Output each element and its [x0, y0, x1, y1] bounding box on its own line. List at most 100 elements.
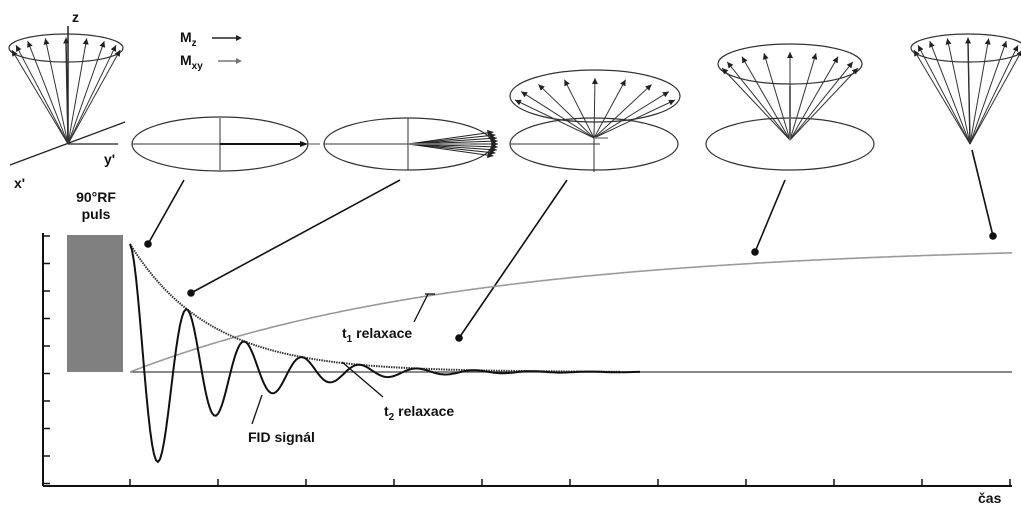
spin-vector	[11, 49, 69, 145]
arrow-head	[832, 56, 839, 64]
arrow-head	[727, 61, 734, 69]
arrow-head	[1016, 50, 1021, 57]
fid-label: FID signál	[248, 429, 315, 445]
arrow-head	[538, 84, 545, 91]
cone-recovered	[910, 33, 1021, 145]
spin-vector	[969, 40, 1007, 145]
spin-vector	[407, 143, 494, 157]
arrow-head	[487, 129, 494, 136]
arrow-head	[63, 37, 70, 44]
spin-vector	[789, 61, 854, 141]
disc-cone-partial	[509, 69, 681, 172]
arrow-head	[489, 132, 496, 139]
pointer-dot-1	[144, 240, 152, 248]
arrow-head	[851, 68, 858, 75]
spin-vector	[407, 143, 497, 151]
legend-mz-main: M	[180, 29, 192, 45]
pointer-line-1	[147, 179, 185, 245]
t1-rest: relaxace	[352, 325, 412, 341]
fid-signal-curve	[129, 243, 640, 464]
t2-decay-envelope	[129, 243, 620, 373]
t1-relaxace-label: t1 relaxace	[342, 325, 412, 345]
arrow-head	[27, 41, 33, 48]
arrow-head	[114, 50, 121, 57]
spin-vector	[67, 40, 105, 145]
spin-vector	[563, 79, 595, 139]
spin-vector	[27, 40, 69, 145]
rf-pulse-block	[67, 235, 123, 372]
pointer-line-3	[458, 179, 568, 339]
t2-sub: 2	[389, 412, 395, 423]
arrow-head	[15, 45, 22, 52]
legend: Mz Mxy	[180, 29, 242, 72]
arrow-head	[811, 53, 818, 60]
arrow-head	[741, 56, 748, 64]
pulse-label-line2: puls	[82, 206, 111, 222]
cone-equilibrium	[8, 33, 124, 145]
pulse-label-line1: 90°RF	[76, 189, 116, 205]
pointer-line-2	[190, 179, 401, 294]
x-axis-label: x'	[14, 175, 25, 191]
spin-vector	[407, 143, 496, 154]
spin-vector	[67, 38, 88, 145]
arrow-head	[722, 68, 729, 75]
t1-sub: 1	[347, 334, 353, 345]
arrow-head	[11, 50, 18, 57]
pointer-dot-3	[455, 334, 463, 342]
spin-vector	[969, 51, 1021, 145]
arrow-head	[515, 99, 522, 106]
arrow-head	[489, 149, 496, 156]
spin-vector	[65, 37, 69, 145]
arrow-head	[846, 61, 853, 69]
spin-vector	[538, 84, 595, 139]
spin-vector	[593, 91, 670, 139]
arrow-head	[43, 38, 50, 45]
arrow-head	[787, 52, 793, 58]
spin-vector	[520, 91, 595, 139]
spin-vector	[593, 84, 652, 139]
legend-mxy-main: M	[180, 52, 192, 68]
spin-vector	[15, 44, 69, 145]
t2-rest: relaxace	[394, 403, 454, 419]
arrow-head	[913, 50, 920, 57]
spin-vector	[407, 134, 496, 145]
legend-mxy-sub: xy	[192, 61, 204, 72]
legend-mz-label: Mz	[180, 29, 197, 49]
arrow-head	[945, 38, 952, 45]
arrow-head	[620, 79, 626, 87]
t1-leader	[413, 293, 429, 323]
t2-relaxace-label: t2 relaxace	[384, 403, 454, 423]
arrow-head	[965, 37, 972, 44]
arrow-head	[564, 79, 570, 87]
legend-mxy-label: Mxy	[180, 52, 203, 72]
disc-after-pulse	[131, 116, 320, 172]
arrow-head	[99, 41, 106, 48]
t1-recovery-curve	[129, 252, 1013, 373]
spin-vector	[946, 38, 971, 145]
pointer-dot-4	[751, 248, 759, 256]
z-axis-label: z	[72, 9, 79, 25]
spin-vector	[763, 53, 791, 141]
arrow-head	[521, 91, 528, 98]
t2-leader	[341, 361, 384, 398]
time-axis-label: čas	[978, 490, 1002, 506]
spin-vector	[67, 44, 117, 145]
arrow-head	[487, 152, 494, 159]
y-axis-label: y'	[104, 151, 115, 167]
spin-vector	[726, 61, 791, 141]
arrow-head	[645, 84, 652, 91]
pointer-dot-2	[187, 289, 195, 297]
arrow-head	[929, 41, 935, 48]
fid-leader	[251, 394, 263, 425]
spin-vector	[789, 67, 859, 141]
spin-vector	[593, 77, 596, 139]
arrow-head	[591, 78, 598, 85]
spin-vector	[407, 131, 494, 145]
arrow-head	[984, 38, 991, 45]
pointer-lines	[144, 149, 997, 342]
pointer-dot-5	[989, 232, 997, 240]
spin-vector	[593, 79, 627, 139]
disc-dephasing	[323, 117, 498, 171]
